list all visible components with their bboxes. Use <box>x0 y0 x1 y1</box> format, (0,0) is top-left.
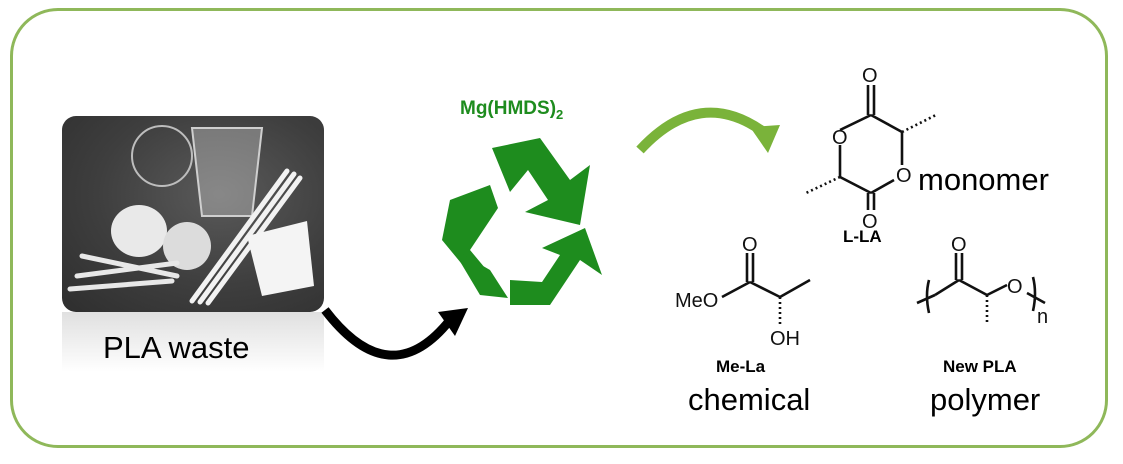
me-la-structure: MeO O OH <box>675 234 811 350</box>
atom-meo: MeO <box>675 290 718 312</box>
me-la-name: Me-La <box>716 357 766 376</box>
pla-bag <box>247 221 314 296</box>
new-pla-structure: O O n <box>916 234 1048 328</box>
cup-lid-ring <box>131 125 193 187</box>
atom-oh: OH <box>770 328 800 350</box>
l-la-name: L-LA <box>843 227 882 246</box>
l-la-structure: O O O O <box>805 65 937 233</box>
reagent-label: Mg(HMDS)2 <box>460 98 564 122</box>
black-curved-arrow <box>321 307 468 360</box>
atom-o: O <box>951 234 967 256</box>
recycle-icon <box>442 138 602 305</box>
atom-o: O <box>896 165 912 187</box>
chemical-label: chemical <box>688 382 811 417</box>
atom-o: O <box>832 127 848 149</box>
atom-o: O <box>1007 276 1023 298</box>
atom-o: O <box>862 65 878 87</box>
clear-cup <box>190 127 264 217</box>
atom-o: O <box>862 211 878 233</box>
rounded-frame <box>10 8 1108 448</box>
monomer-label: monomer <box>918 162 1049 197</box>
pla-waste-photo <box>62 116 324 312</box>
atom-o: O <box>742 234 758 256</box>
photo-reflection <box>62 312 324 372</box>
new-pla-name: New PLA <box>943 357 1017 376</box>
green-curved-arrow <box>636 107 780 154</box>
subscript-n: n <box>1037 306 1048 328</box>
polymer-label: polymer <box>930 382 1041 417</box>
pla-items-illustration <box>67 125 314 306</box>
cutlery <box>67 253 180 292</box>
white-lid-small <box>163 222 211 270</box>
pla-waste-label: PLA waste <box>103 330 250 365</box>
white-lid <box>111 205 167 257</box>
